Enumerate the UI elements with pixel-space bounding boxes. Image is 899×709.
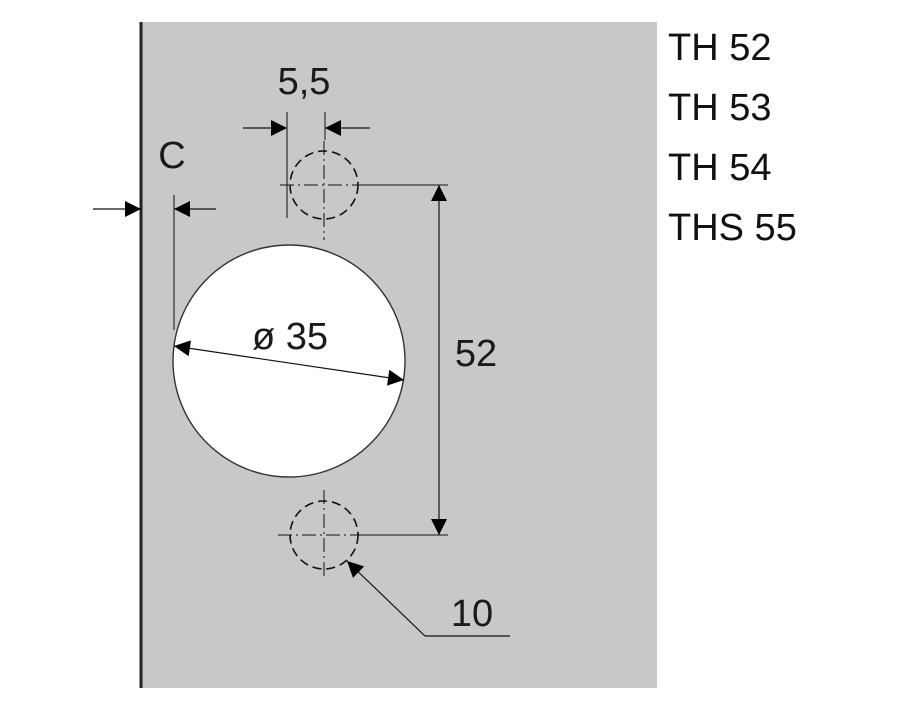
model-item: TH 54	[668, 147, 772, 189]
diameter-dimension-line	[173, 340, 405, 386]
cup-hole	[172, 244, 406, 478]
model-list: TH 52 TH 53 TH 54 THS 55	[668, 18, 797, 258]
model-item: THS 55	[668, 207, 797, 249]
bottom-screw-hole	[278, 490, 368, 580]
hole-spacing-label: 52	[455, 333, 497, 375]
hole-spacing-dimension	[360, 184, 448, 536]
screw-hole-leader	[346, 560, 510, 637]
diameter-label: ø 35	[252, 316, 328, 358]
model-item: TH 53	[668, 87, 772, 129]
hole-width-dimension	[243, 112, 370, 218]
edge-distance-dimension	[93, 195, 216, 330]
edge-distance-label: C	[158, 135, 185, 177]
top-screw-hole	[280, 141, 368, 240]
model-item: TH 52	[668, 27, 772, 69]
hole-width-label: 5,5	[278, 61, 331, 103]
screw-hole-label: 10	[451, 593, 493, 635]
